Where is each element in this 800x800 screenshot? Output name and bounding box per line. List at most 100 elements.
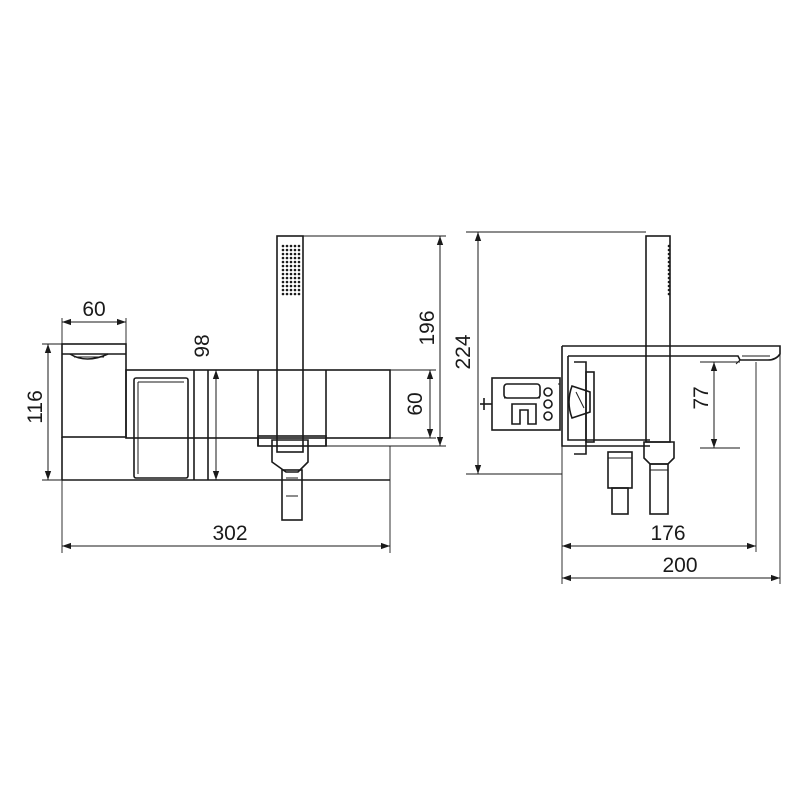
nozzle-dot [289,292,293,296]
nozzle-dot [285,252,289,256]
nozzle-dot [281,256,285,260]
dim-label-224: 224 [452,334,475,369]
nozzle-dot [297,252,301,256]
handshower [276,235,304,453]
nozzle-dot [289,252,293,256]
nozzle-dot [281,248,285,252]
nozzle-dot [281,292,285,296]
port-3 [543,411,553,421]
nozzle-dot [285,264,289,268]
nozzle-dot [293,248,297,252]
nozzle-dot [281,252,285,256]
nozzle-dot [297,272,301,276]
diverter-lever [133,377,189,479]
nozzle-dot [297,260,301,264]
nozzle-dot [297,288,301,292]
nozzle-dot [297,264,301,268]
dim-label-60-right: 60 [404,392,427,415]
nozzle-dot [289,276,293,280]
nozzle-dot [293,260,297,264]
nozzle-dot [297,268,301,272]
nozzle-dot [281,288,285,292]
dim-label-176: 176 [650,522,685,545]
nozzle-dot [667,280,671,284]
dim-label-196: 196 [416,310,439,345]
nozzle-dot [667,272,671,276]
nozzle-dot [281,280,285,284]
nozzle-dot [285,276,289,280]
nozzle-dot [289,288,293,292]
nozzle-dot [289,272,293,276]
nozzle-dot [293,252,297,256]
nozzle-dot [667,248,671,252]
nozzle-dot [285,280,289,284]
nozzle-dot [293,284,297,288]
nozzle-dot [667,252,671,256]
handshower-nozzles [281,244,301,296]
wall-plate [561,346,650,447]
nozzle-dot [667,268,671,272]
nozzle-dot [285,260,289,264]
nozzle-dot [281,264,285,268]
nozzle-dot [297,284,301,288]
dim-label-302: 302 [212,522,247,545]
dim-label-60-top: 60 [82,298,105,321]
bracket-base [257,435,327,447]
nozzle-dot [293,268,297,272]
nozzle-dot [297,248,301,252]
nozzle-dot [285,244,289,248]
side-hose [649,463,669,515]
nozzle-dot [289,248,293,252]
nozzle-dot [667,244,671,248]
nozzle-dot [285,272,289,276]
nozzle-dot [297,244,301,248]
nozzle-dot [293,288,297,292]
nozzle-dot [667,284,671,288]
nozzle-dot [281,268,285,272]
nozzle-dot [297,292,301,296]
nozzle-dot [293,276,297,280]
side-handshower-nozzles [667,244,671,296]
nozzle-dot [281,284,285,288]
front-view: 60 116 98 60 196 302 [24,235,446,553]
nozzle-dot [293,256,297,260]
nozzle-dot [281,244,285,248]
nozzle-dot [285,248,289,252]
nozzle-dot [667,256,671,260]
nozzle-dot [293,272,297,276]
dim-label-77: 77 [690,386,713,409]
inlet-fitting [607,451,633,489]
nozzle-dot [289,268,293,272]
nozzle-dot [297,280,301,284]
side-spout [562,345,781,361]
handshower-holder [271,439,309,473]
inlet-pipe [611,487,629,515]
nozzle-dot [289,264,293,268]
nozzle-dot [667,276,671,280]
nozzle-dot [293,280,297,284]
nozzle-dot [285,288,289,292]
nozzle-dot [285,284,289,288]
nozzle-dot [293,244,297,248]
nozzle-dot [667,260,671,264]
nozzle-dot [667,264,671,268]
side-lever [568,384,591,420]
nozzle-dot [297,276,301,280]
nozzle-dot [289,256,293,260]
dim-label-98: 98 [191,334,214,357]
nozzle-dot [289,284,293,288]
port-1 [543,387,553,397]
nozzle-dot [667,292,671,296]
nozzle-dot [285,256,289,260]
port-2 [543,399,553,409]
nozzle-dot [281,272,285,276]
nozzle-dot [289,244,293,248]
nozzle-dot [289,260,293,264]
nozzle-dot [667,288,671,292]
nozzle-dot [297,256,301,260]
dim-label-116: 116 [24,390,47,423]
nozzle-dot [281,276,285,280]
nozzle-dot [293,264,297,268]
